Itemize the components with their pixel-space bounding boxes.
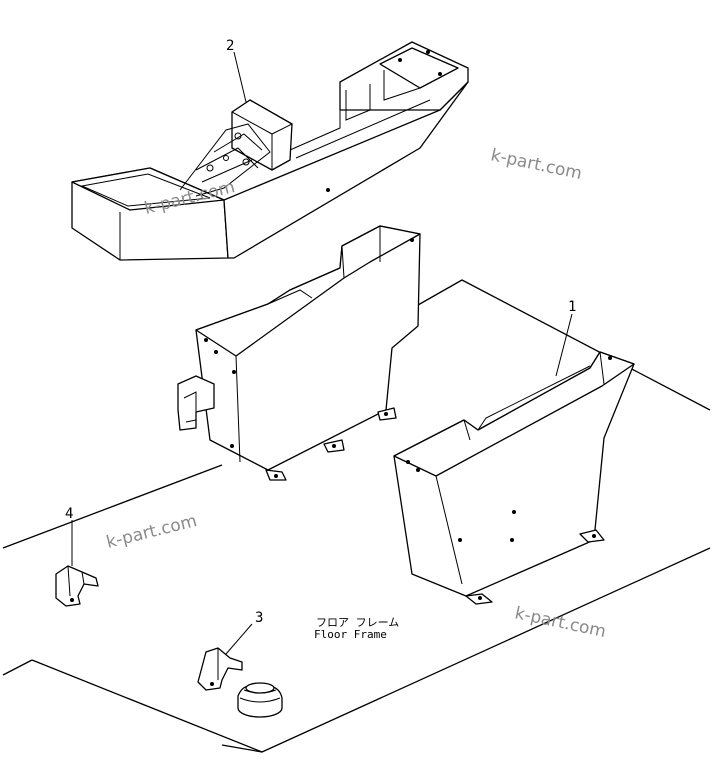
watermark: k-part.com bbox=[104, 511, 199, 553]
rubber-mount bbox=[237, 682, 283, 718]
part-label-1: 1 bbox=[568, 299, 576, 315]
part-label-3: 3 bbox=[255, 610, 263, 626]
part-label-2: 2 bbox=[226, 38, 234, 54]
small-bracket-4 bbox=[55, 520, 99, 607]
part-label-4: 4 bbox=[65, 506, 73, 522]
bracket-mount-3 bbox=[197, 623, 253, 691]
caption-japanese: フロア フレーム bbox=[316, 616, 399, 629]
caption-english: Floor Frame bbox=[314, 628, 387, 641]
right-console-box bbox=[393, 313, 635, 605]
watermark: k-part.com bbox=[489, 145, 584, 184]
upper-console-cover bbox=[71, 41, 469, 261]
watermark: k-part.com bbox=[513, 603, 608, 642]
middle-console-box bbox=[177, 225, 421, 481]
